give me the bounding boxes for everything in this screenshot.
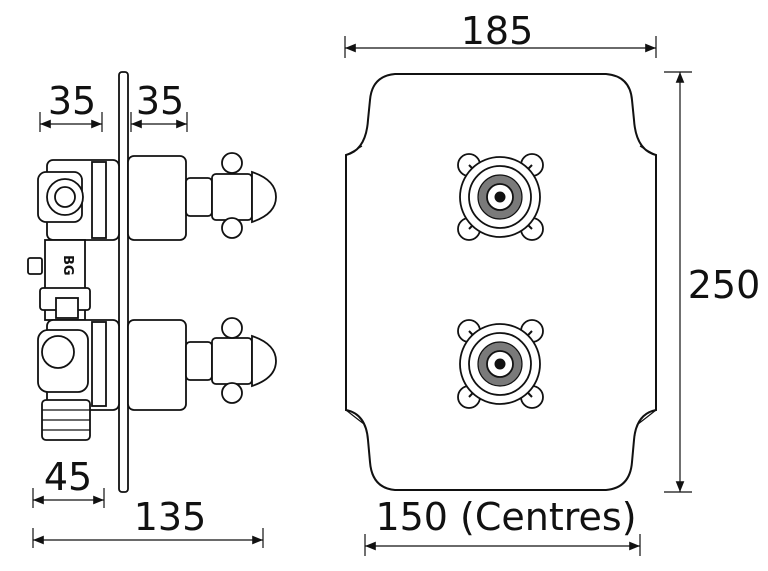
faceplate-front bbox=[345, 73, 657, 491]
dimension-bottom-total: 135 bbox=[32, 495, 264, 548]
lower-handle-side bbox=[127, 317, 277, 411]
dim-label-height: 250 bbox=[688, 263, 761, 307]
dimension-top-right: 35 bbox=[130, 79, 188, 132]
faceplate-side bbox=[118, 71, 129, 493]
dim-label-top-right: 35 bbox=[136, 79, 184, 123]
dimension-centres: 150 (Centres) bbox=[364, 495, 641, 556]
dim-label-bottom-total: 135 bbox=[134, 495, 207, 539]
dimension-height: 250 bbox=[664, 71, 761, 493]
front-view: 185 bbox=[344, 9, 761, 556]
dim-label-bottom-inner: 45 bbox=[44, 455, 92, 499]
body-marking: BG bbox=[60, 255, 75, 276]
side-view: 35 35 BG bbox=[27, 71, 277, 548]
dimension-bottom-inner: 45 bbox=[32, 455, 105, 508]
upper-handle-side bbox=[127, 152, 277, 241]
valve-body: BG bbox=[27, 159, 120, 441]
dim-label-centres: 150 (Centres) bbox=[375, 495, 636, 539]
dim-label-top-left: 35 bbox=[48, 79, 96, 123]
dimension-top-left: 35 bbox=[39, 79, 103, 132]
lower-handle-front bbox=[457, 319, 544, 409]
upper-handle-front bbox=[457, 153, 544, 241]
dim-label-width: 185 bbox=[461, 9, 534, 53]
dimension-width: 185 bbox=[344, 9, 657, 58]
